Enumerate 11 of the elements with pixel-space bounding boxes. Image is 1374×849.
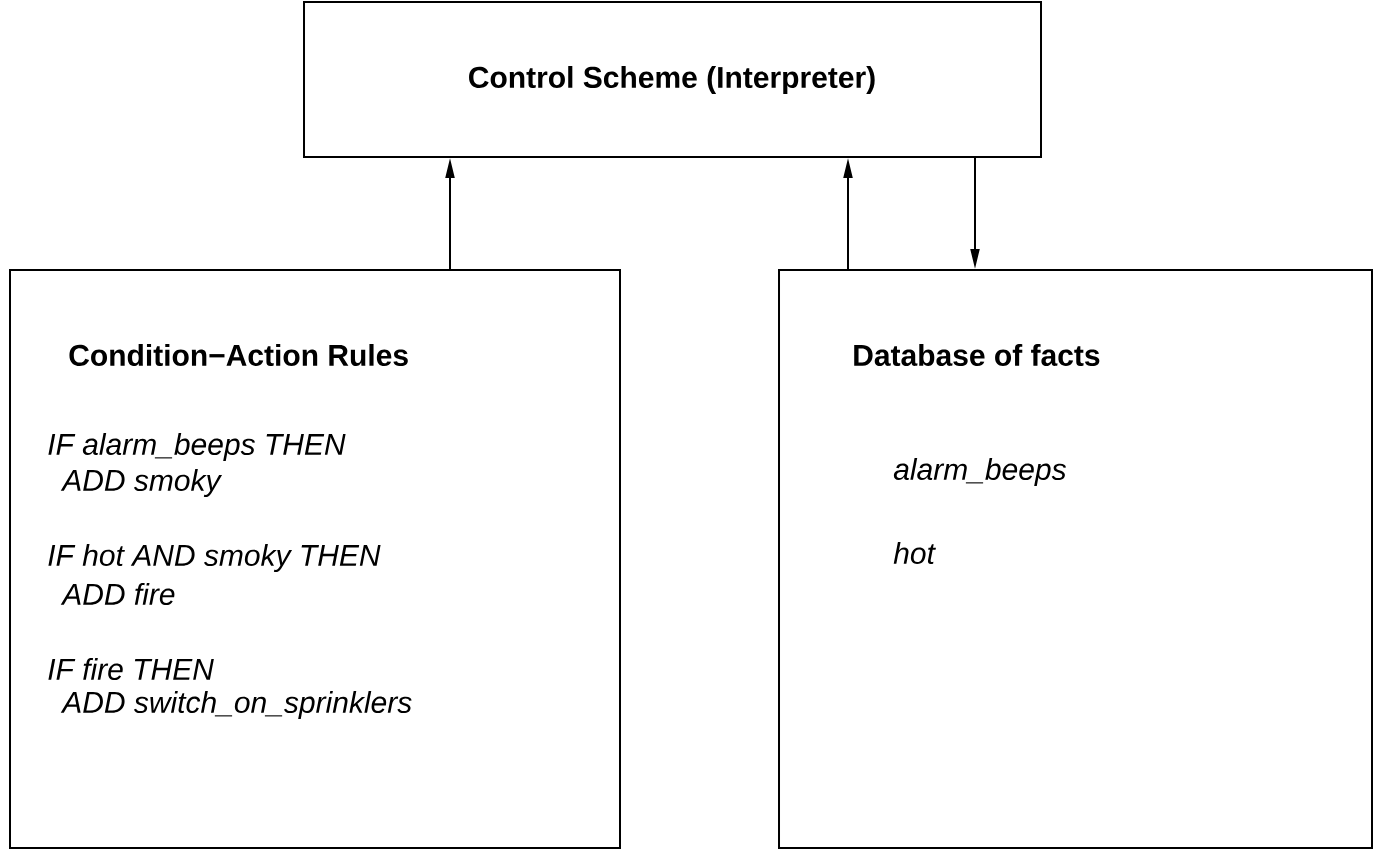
rule-text: IF alarm_beeps THEN [48, 433, 346, 461]
box-heading: Condition−Action Rules [69, 344, 408, 366]
fact-text: alarm_beeps [893, 458, 1066, 486]
fact-text: hot [893, 542, 936, 564]
rule-text: ADD fire [60, 583, 175, 605]
rule-text: ADD smoky [60, 469, 223, 497]
rule-text: IF fire THEN [48, 658, 214, 680]
box-heading: Control Scheme (Interpreter) [469, 66, 875, 94]
rule-text: IF hot AND smoky THEN [48, 544, 381, 572]
box-heading: Database of facts [854, 344, 1100, 366]
rule-text: ADD switch_on_sprinklers [60, 691, 412, 719]
